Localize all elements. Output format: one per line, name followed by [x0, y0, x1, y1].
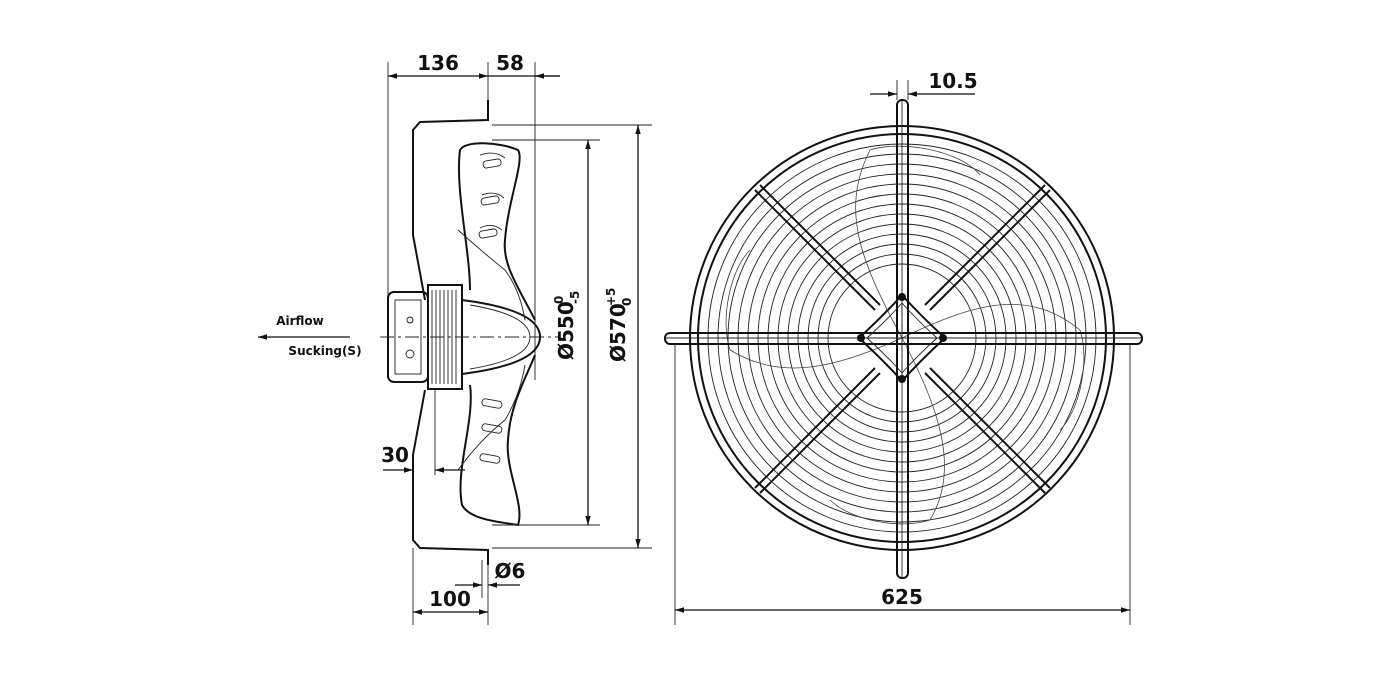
- dimension-hole-6: Ø6: [455, 559, 525, 598]
- airflow-mode-label: Sucking(S): [288, 344, 361, 358]
- hub: [857, 293, 947, 383]
- front-view: 10.5 625: [664, 69, 1143, 625]
- dimension-dia-570: Ø570 +5 0: [492, 124, 652, 549]
- dimension-58: 58: [488, 51, 560, 79]
- wire-10-5-label: 10.5: [928, 69, 977, 93]
- side-view: 136 58: [258, 51, 652, 625]
- dia-570-upper-tol: +5: [604, 288, 618, 306]
- dia-550-lower-tol: -5: [568, 291, 582, 304]
- fan-blades-side: [457, 142, 536, 527]
- dim-58-label: 58: [496, 51, 524, 75]
- airflow-indicator: Airflow Sucking(S): [258, 314, 362, 358]
- dia-570-label: Ø570: [606, 303, 630, 362]
- overall-625-label: 625: [881, 585, 923, 609]
- dim-136-label: 136: [417, 51, 459, 75]
- dia-570-lower-tol: 0: [620, 298, 634, 306]
- mounting-ring-profile-bottom: [412, 389, 489, 565]
- dim-100-label: 100: [429, 587, 471, 611]
- dim-30-label: 30: [381, 443, 409, 467]
- dia-550-label: Ø550: [554, 301, 578, 360]
- support-struts: [754, 184, 1051, 494]
- dimension-10-5: 10.5: [870, 69, 978, 100]
- hole-dia-label: Ø6: [495, 559, 526, 583]
- dimension-100: 100: [412, 548, 489, 625]
- dia-550-upper-tol: 0: [552, 296, 566, 304]
- dimension-625: 625: [674, 344, 1131, 625]
- airflow-label: Airflow: [276, 314, 324, 328]
- dimension-30: 30: [381, 390, 465, 475]
- mounting-ring-profile: [412, 100, 489, 301]
- fan-blades-front: [725, 145, 1085, 525]
- horizontal-bars: [664, 332, 1143, 345]
- dimension-136: 136: [388, 51, 488, 79]
- dimension-dia-550: Ø550 0 -5: [492, 139, 600, 526]
